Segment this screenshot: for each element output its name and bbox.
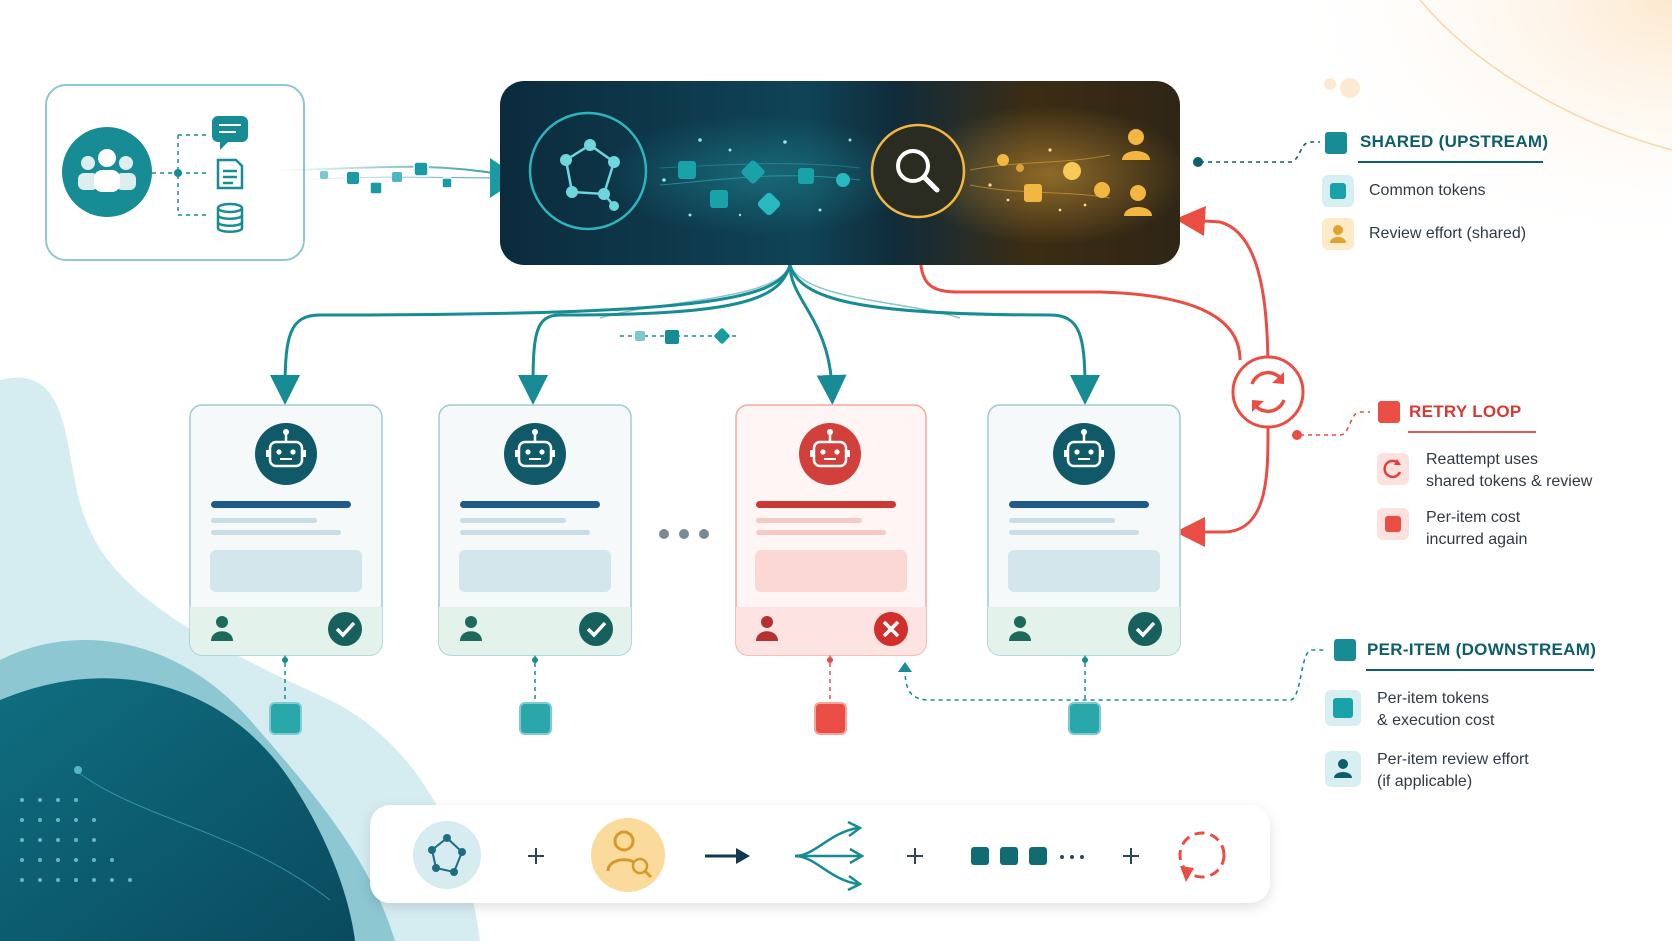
robot-icon	[504, 423, 566, 485]
person-icon	[1325, 751, 1361, 787]
legend-per-item-item-2: Per-item review effort (if applicable)	[1377, 751, 1529, 790]
reviewer-person-icon	[1122, 129, 1152, 216]
legend-connectors	[904, 141, 1370, 701]
item-card-4	[987, 404, 1181, 656]
robot-icon	[799, 423, 861, 485]
squares-icon	[971, 847, 1084, 865]
arrow-icon	[705, 848, 750, 864]
item-card-1	[189, 404, 383, 656]
chat-icon	[212, 116, 248, 150]
retry-loop-icon	[1178, 831, 1226, 882]
person-icon	[211, 616, 233, 641]
legend-per-item-title: PER-ITEM (DOWNSTREAM)	[1367, 640, 1597, 659]
teal-square-icon	[1325, 132, 1347, 154]
red-square-icon	[1377, 508, 1409, 540]
red-square-icon	[1378, 401, 1400, 423]
reviewer-search-icon	[591, 818, 665, 892]
retry-loop-icon	[1231, 355, 1305, 429]
database-icon	[216, 202, 244, 233]
teal-square-icon	[1325, 690, 1361, 726]
plus-icon	[528, 848, 544, 864]
teal-square-icon	[1334, 639, 1356, 661]
document-icon	[216, 158, 244, 190]
legend-shared-title: SHARED (UPSTREAM)	[1360, 132, 1549, 151]
teal-square-icon	[1322, 175, 1354, 207]
magnifier-icon	[870, 123, 966, 219]
network-icon	[528, 111, 648, 231]
legend-divider	[1366, 669, 1594, 671]
person-icon	[460, 616, 482, 641]
legend-per-item-item-1: Per-item tokens & execution cost	[1377, 690, 1495, 729]
robot-icon	[1053, 423, 1115, 485]
legend-shared-item-1: Common tokens	[1369, 182, 1486, 199]
fan-out-particles	[620, 328, 740, 344]
token-particles	[659, 138, 861, 217]
robot-icon	[255, 423, 317, 485]
network-icon	[413, 821, 481, 889]
dot-grid	[20, 798, 132, 882]
plus-icon	[1123, 848, 1139, 864]
check-icon	[1128, 612, 1162, 646]
item-card-2	[438, 404, 632, 656]
legend-retry-item-1: Reattempt uses shared tokens & review	[1426, 451, 1593, 490]
per-item-tokens	[269, 702, 1101, 735]
error-x-icon	[874, 612, 908, 646]
legend-divider	[1358, 161, 1543, 163]
retry-arrow-icon	[1377, 453, 1409, 485]
legend-shared-item-2: Review effort (shared)	[1369, 225, 1527, 242]
plus-icon	[907, 848, 923, 864]
fan-out-arrows	[270, 264, 1100, 405]
fan-out-icon	[794, 820, 865, 892]
check-icon	[328, 612, 362, 646]
dark-wave	[0, 678, 355, 941]
legend-divider	[1408, 431, 1536, 433]
legend-retry-item-2: Per-item cost incurred again	[1426, 509, 1528, 548]
person-icon	[756, 616, 778, 641]
review-particles	[969, 148, 1111, 212]
more-items-ellipsis	[659, 529, 709, 539]
peach-curve	[1419, 0, 1672, 151]
item-card-3-failed	[735, 404, 927, 656]
check-icon	[579, 612, 613, 646]
legend-retry-title: RETRY LOOP	[1409, 402, 1522, 421]
person-icon	[1322, 218, 1354, 250]
person-icon	[1009, 616, 1031, 641]
